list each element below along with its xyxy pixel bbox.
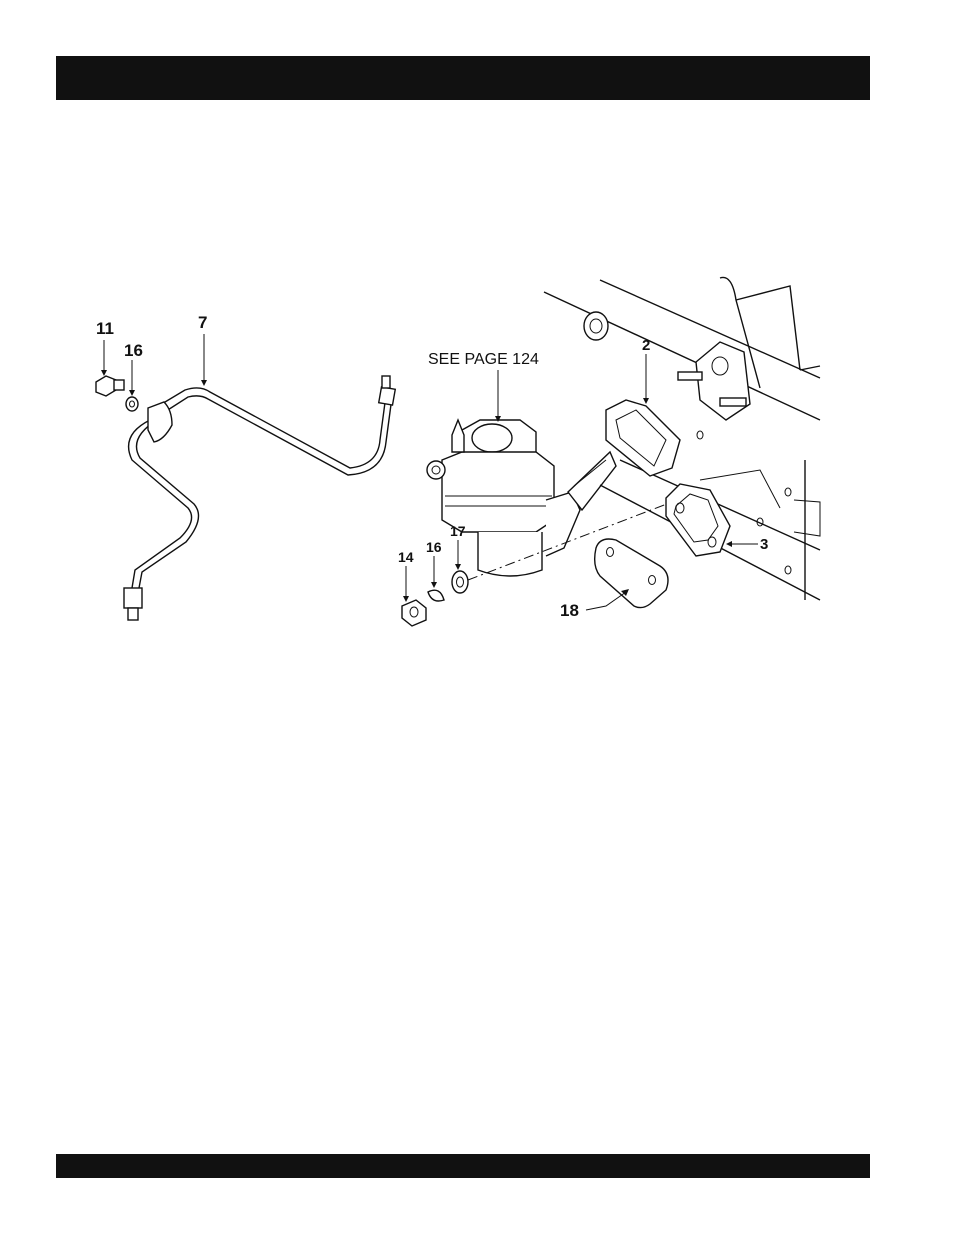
block-port: [584, 312, 608, 340]
top-fitting-nut: [379, 387, 396, 405]
footer-bar: [56, 1154, 870, 1178]
callout-2: 2: [642, 337, 650, 354]
pump-barb-fitting: [452, 420, 464, 452]
banjo-bolt: [96, 376, 116, 396]
hex-nut-14: [402, 600, 426, 626]
callout-16-right: 16: [426, 539, 442, 555]
callout-11: 11: [96, 319, 114, 338]
gasket-3: [666, 484, 730, 556]
callout-17: 17: [450, 523, 466, 539]
stud-lower: [720, 398, 746, 406]
washer-16-left: [126, 397, 138, 411]
top-fitting-nipple: [382, 376, 390, 388]
header-bar: [56, 56, 870, 100]
mounting-bracket: [696, 342, 750, 420]
bottom-fitting-nipple: [128, 608, 138, 620]
see-page-note: SEE PAGE 124: [428, 351, 539, 368]
pump-inlet: [427, 461, 445, 479]
pump-lever: [568, 452, 616, 510]
fuel-pump-assembly-diagram: 11 16 7 SEE PAGE 124 2 3 14 16 17 18: [60, 270, 840, 640]
fuel-line-assembly: [96, 376, 395, 620]
pump-lower-bowl: [478, 532, 542, 576]
banjo-bolt-shank: [114, 380, 124, 390]
fuel-pump: [427, 420, 616, 576]
diagram-canvas: 11 16 7 SEE PAGE 124 2 3 14 16 17 18: [60, 270, 840, 640]
fuel-pipe-upper: [155, 388, 386, 468]
cover-plate-18: [595, 539, 668, 608]
lock-washer-16-right: [428, 590, 444, 601]
spacer-2: [606, 400, 680, 476]
washer-17: [452, 571, 468, 593]
callout-3: 3: [760, 536, 768, 553]
callout-14: 14: [398, 549, 414, 565]
callout-7: 7: [198, 313, 207, 332]
engine-block: [544, 277, 820, 607]
stud-upper: [678, 372, 702, 380]
callout-16-left: 16: [124, 341, 143, 360]
pump-top-dome: [472, 424, 512, 452]
bottom-fitting-nut: [124, 588, 142, 608]
pump-body: [442, 452, 554, 532]
fuel-pipe-lower: [129, 420, 192, 588]
fuel-pipe-upper-inner: [160, 396, 392, 475]
callout-18: 18: [560, 601, 579, 620]
pipe-clamp: [148, 402, 172, 442]
